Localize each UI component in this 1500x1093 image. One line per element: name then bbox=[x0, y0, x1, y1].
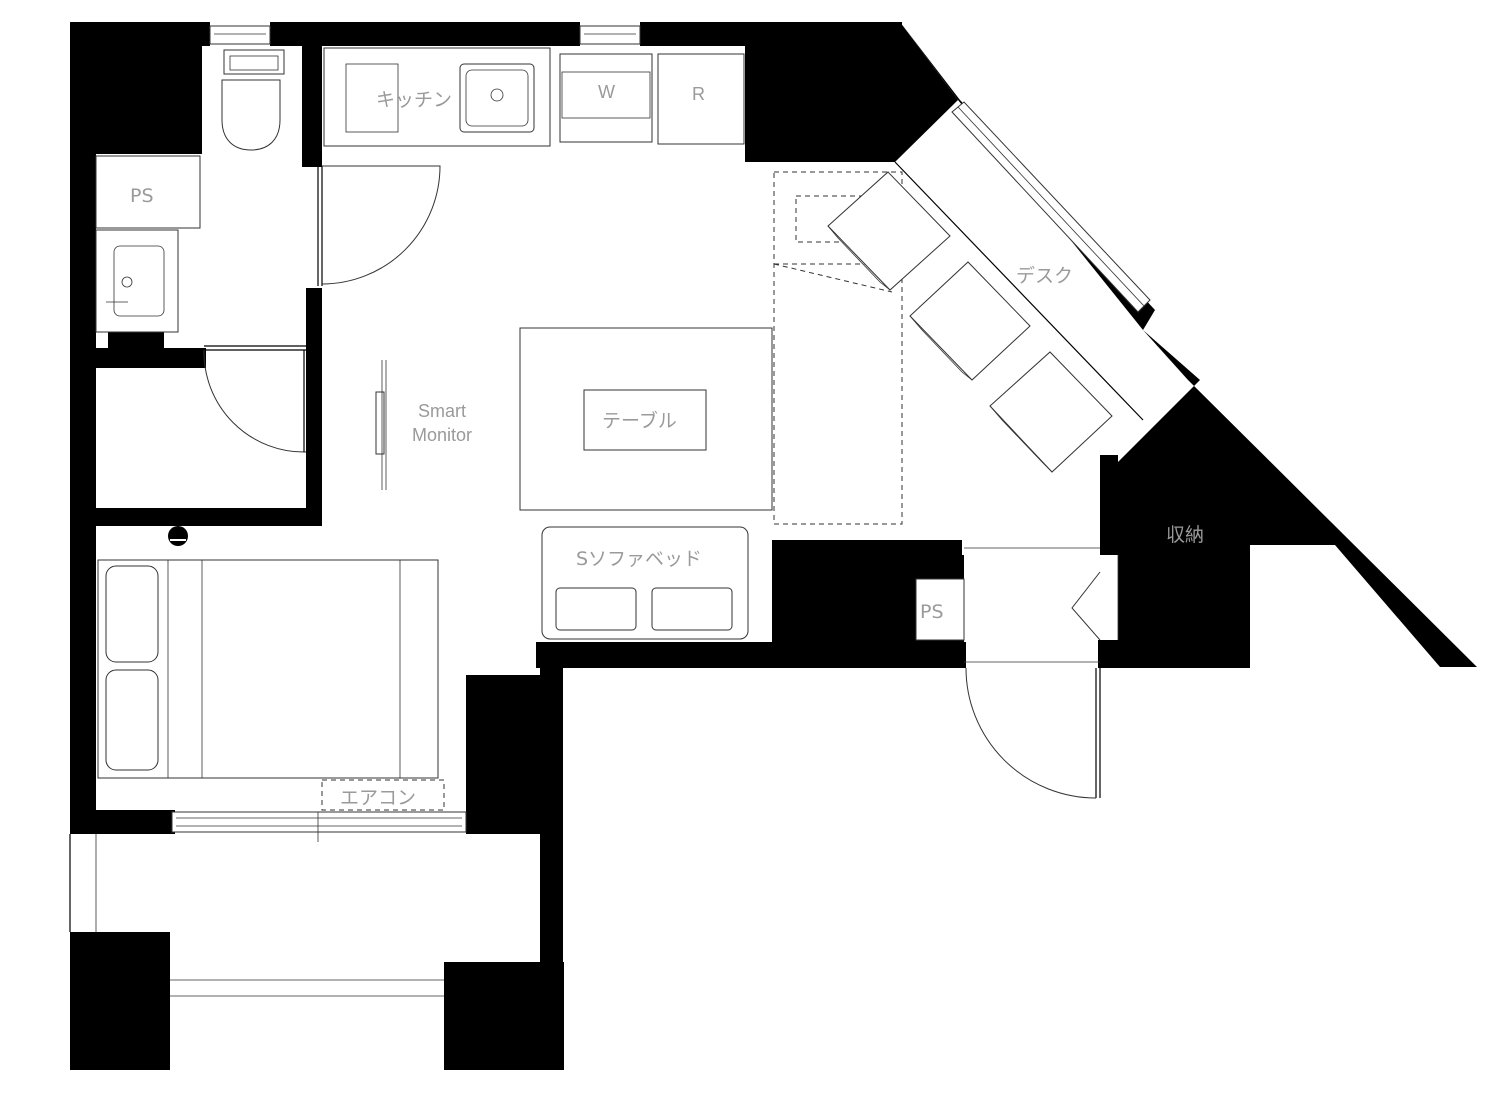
washer-label: W bbox=[598, 82, 615, 102]
monitor-label-line2: Monitor bbox=[412, 425, 472, 445]
table-label: テーブル bbox=[602, 409, 677, 432]
desk: デスク bbox=[894, 161, 1144, 421]
smart-monitor: Smart Monitor bbox=[375, 360, 472, 490]
entrance-door[interactable] bbox=[965, 667, 1101, 799]
air-conditioner: エアコン bbox=[321, 779, 445, 811]
sofa-bed: Sソファベッド bbox=[541, 526, 749, 640]
storage: 収納 bbox=[1071, 524, 1204, 641]
desk-chairs bbox=[827, 171, 1113, 473]
fridge: R bbox=[657, 53, 745, 145]
aircon-label: エアコン bbox=[340, 787, 416, 809]
balcony bbox=[69, 834, 444, 997]
kitchen-door[interactable] bbox=[317, 165, 441, 286]
walls bbox=[70, 22, 1477, 1070]
folding-area bbox=[773, 171, 903, 525]
ps-shaft-top: PS bbox=[95, 155, 201, 229]
toilet bbox=[221, 49, 285, 151]
storage-label: 収納 bbox=[1166, 524, 1204, 546]
fridge-label: R bbox=[692, 84, 705, 104]
windows bbox=[171, 25, 1151, 842]
monitor-label-line1: Smart bbox=[418, 401, 466, 421]
washer: W bbox=[559, 53, 653, 143]
kitchen-counter: キッチン bbox=[323, 47, 551, 147]
table: テーブル bbox=[519, 327, 773, 511]
desk-label: デスク bbox=[1016, 265, 1073, 287]
toilet-door[interactable] bbox=[203, 345, 307, 453]
bed bbox=[97, 559, 439, 779]
ps-top-label: PS bbox=[130, 185, 154, 207]
entry: PS bbox=[915, 547, 1100, 663]
ceiling-light bbox=[168, 526, 188, 546]
ps-entry-label: PS bbox=[920, 601, 944, 623]
kitchen-label: キッチン bbox=[376, 89, 452, 111]
sofa-label: Sソファベッド bbox=[576, 548, 702, 570]
washbasin bbox=[95, 229, 179, 333]
